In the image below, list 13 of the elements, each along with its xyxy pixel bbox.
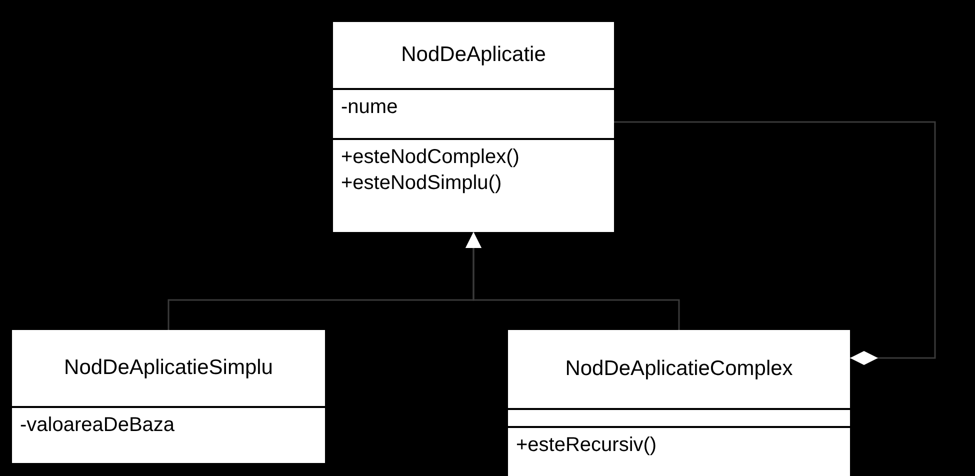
method: +esteNodComplex() bbox=[341, 145, 520, 170]
class-name: NodDeAplicatieComplex bbox=[565, 357, 793, 381]
class-box bbox=[508, 330, 850, 476]
inheritance-arrow bbox=[466, 232, 680, 330]
class-box bbox=[12, 330, 325, 463]
class-name: NodDeAplicatie bbox=[401, 43, 546, 67]
composition-connector bbox=[614, 121, 936, 365]
method: +esteNodSimplu() bbox=[341, 171, 502, 196]
class-name: NodDeAplicatieSimplu bbox=[64, 356, 273, 380]
class-box bbox=[333, 22, 614, 232]
attribute: -nume bbox=[341, 95, 398, 120]
attribute: -valoareaDeBaza bbox=[20, 413, 175, 438]
method: +esteRecursiv() bbox=[516, 433, 657, 458]
